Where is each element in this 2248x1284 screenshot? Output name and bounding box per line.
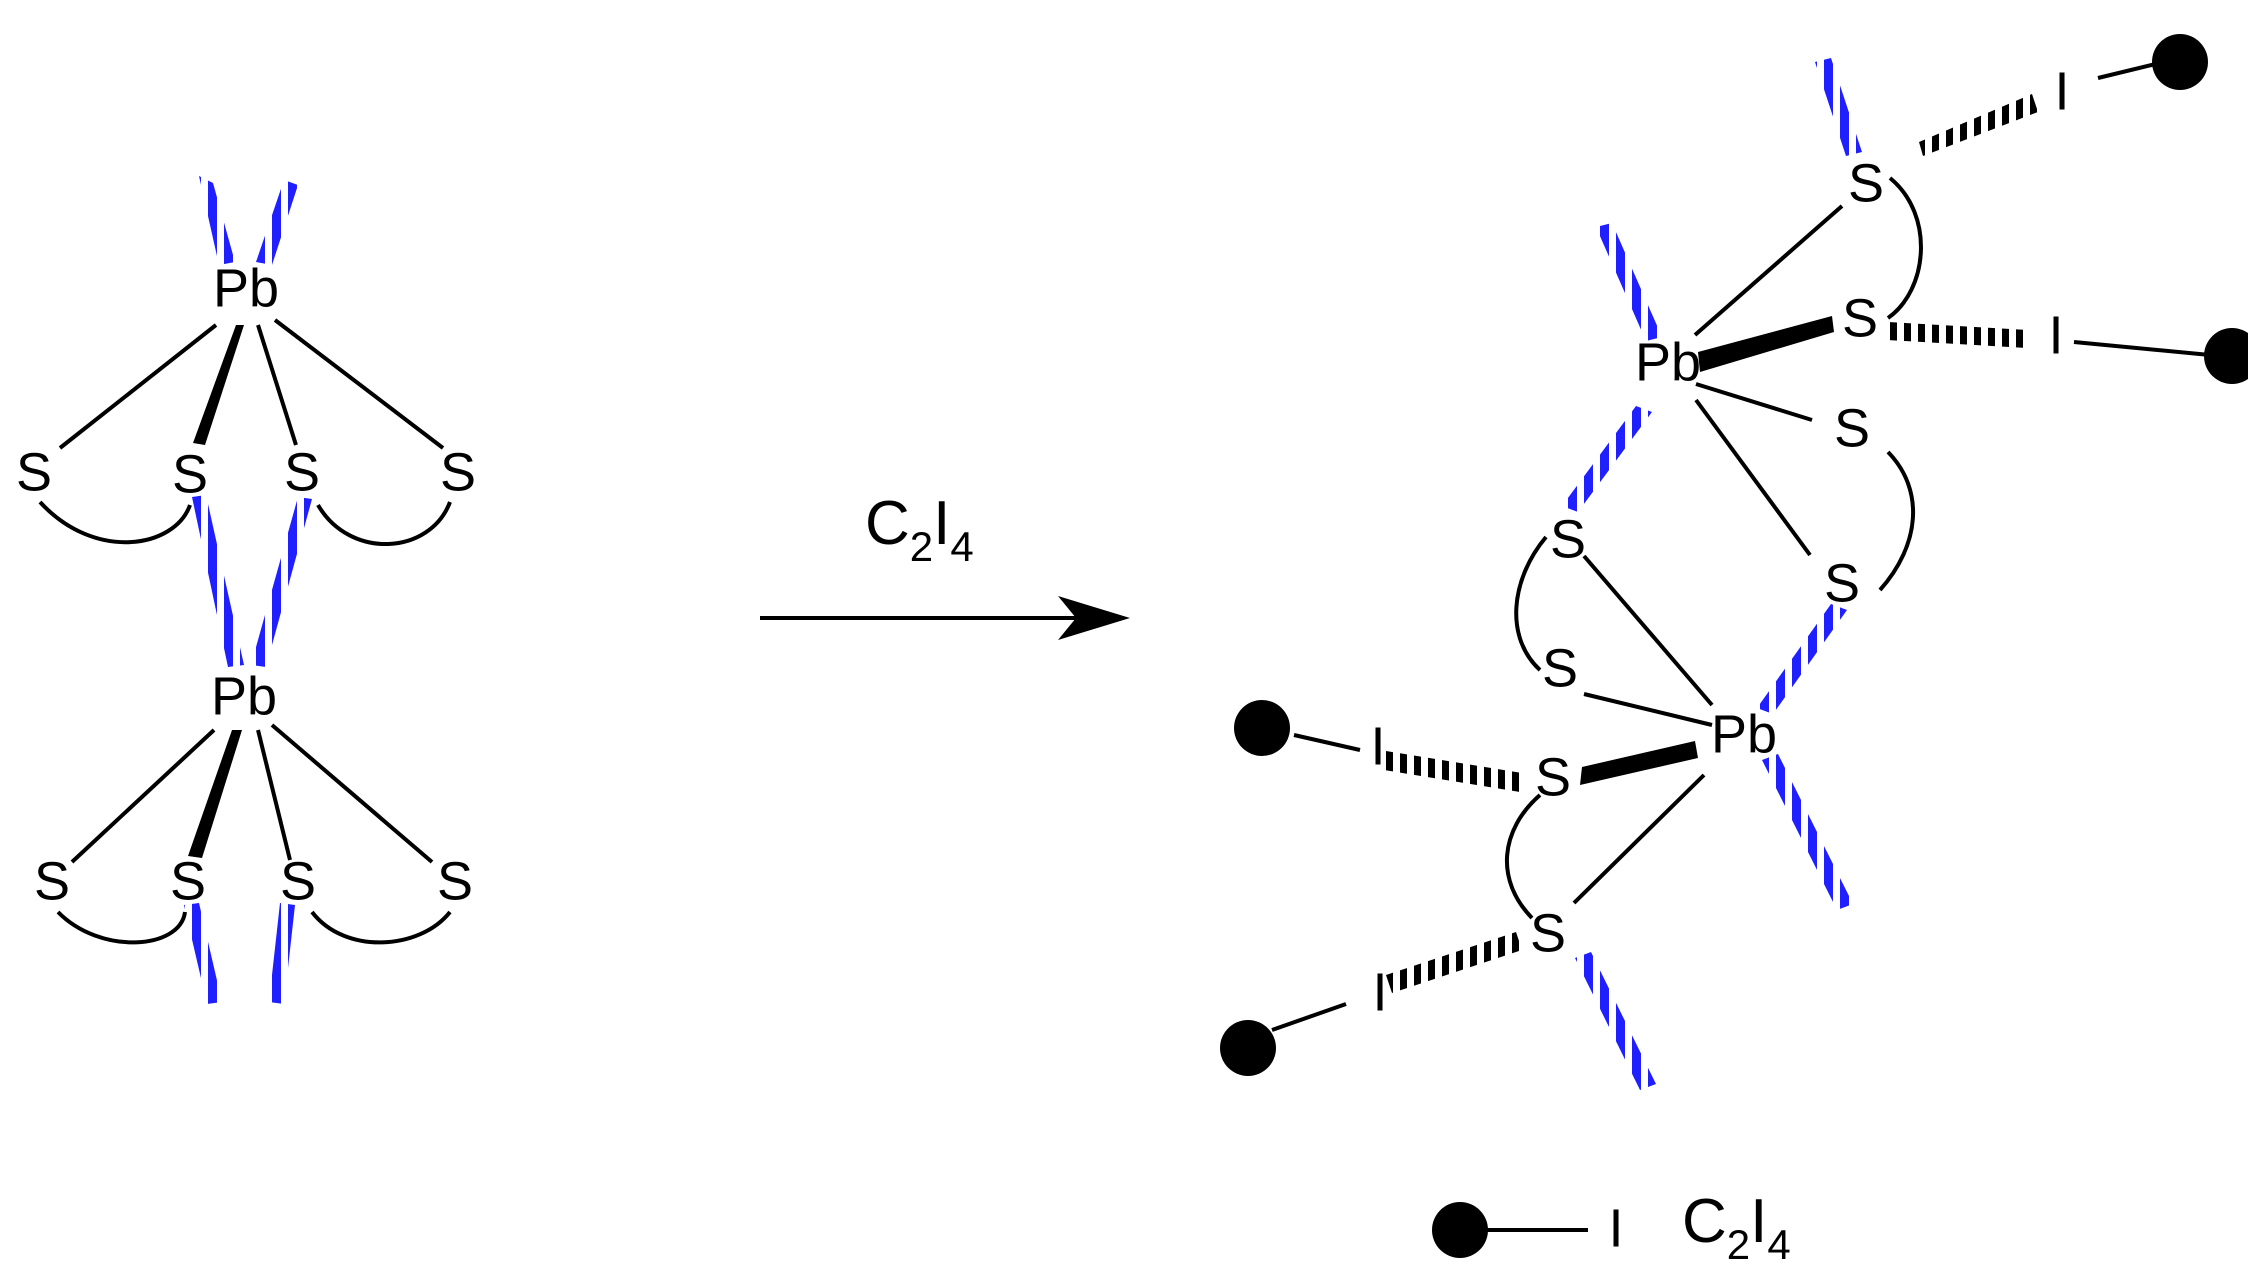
halogen-bond <box>1384 751 1522 792</box>
sulfur-atom: S <box>1848 153 1884 213</box>
bond <box>270 723 434 864</box>
chelate-arc <box>310 910 452 945</box>
bond <box>1582 554 1714 707</box>
sulfur-atom: S <box>1542 638 1578 698</box>
contact <box>1596 223 1662 341</box>
contact-bottom-left <box>184 903 222 1004</box>
halogen-bond <box>1887 322 2028 348</box>
sulfur-atom: S <box>284 442 320 502</box>
iodine-carbon-bond <box>1271 1002 1347 1032</box>
lead-atom-lower: Pb <box>1711 704 1777 764</box>
product-halogen-bonds <box>1384 94 2038 993</box>
halogen-bond <box>1386 932 1522 993</box>
reagent-label: C2I4 <box>865 489 974 570</box>
sulfur-atom: S <box>440 442 476 502</box>
bond <box>1695 382 1813 422</box>
contact <box>1757 604 1847 714</box>
lead-atom-upper: Pb <box>213 258 279 318</box>
chelate-arc <box>1514 535 1548 672</box>
lead-atom-lower: Pb <box>211 666 277 726</box>
sulfur-atom: S <box>1550 509 1586 569</box>
bond <box>1693 204 1844 337</box>
legend: I C2I4 <box>1432 1187 1791 1268</box>
sulfur-atom: S <box>1834 398 1870 458</box>
bond <box>273 318 445 450</box>
iodine-atom: I <box>1372 962 1387 1022</box>
wedge-bond <box>1698 316 1834 372</box>
sulfur-atom: S <box>1535 747 1571 807</box>
sulfur-atom: S <box>34 851 70 911</box>
product-carbon-atoms <box>1220 34 2248 1076</box>
sulfur-atom: S <box>1842 288 1878 348</box>
contact-top-left <box>199 176 235 265</box>
product-pb-contacts <box>1562 58 1862 1090</box>
iodine-atom: I <box>2054 61 2069 121</box>
bond <box>1694 398 1812 557</box>
bond <box>70 728 216 864</box>
reactant-structure: Pb S S S S Pb S S S S <box>16 176 476 1004</box>
product-bonds <box>1271 60 2211 1032</box>
bond <box>58 323 218 450</box>
chelate-arc <box>38 500 192 545</box>
sulfur-atom: S <box>1530 903 1566 963</box>
sulfur-atom: S <box>280 851 316 911</box>
carbon-atom <box>2204 328 2248 384</box>
bond <box>1583 692 1713 727</box>
iodine-atom: I <box>2048 305 2063 365</box>
contact-top-right <box>256 180 298 265</box>
contact <box>1575 952 1656 1090</box>
sulfur-atom: S <box>1824 553 1860 613</box>
carbon-atom <box>1220 1020 1276 1076</box>
product-atom-labels: S S Pb S S S S Pb S S I I I I <box>1370 61 2069 1022</box>
contact <box>1562 406 1652 512</box>
lead-atom-upper: Pb <box>1635 332 1701 392</box>
carbon-atom <box>2152 34 2208 90</box>
bond <box>256 324 298 446</box>
lower-pb-bonds <box>56 723 452 945</box>
bond <box>1572 773 1706 905</box>
wedge-bond <box>1580 741 1698 785</box>
chelate-arc <box>56 910 187 945</box>
sulfur-atom: S <box>437 851 473 911</box>
carbon-atom <box>1234 700 1290 756</box>
sulfur-atom: S <box>172 444 208 504</box>
chelate-arc <box>1504 793 1542 920</box>
iodine-atom: I <box>1370 716 1385 776</box>
iodine-carbon-bond <box>2073 340 2211 357</box>
wedge-bond <box>188 730 242 858</box>
chelate-arc <box>316 501 452 547</box>
contact <box>1815 58 1862 156</box>
reactant-atom-labels: Pb S S S S Pb S S S S <box>16 258 476 911</box>
contact-mid-left <box>192 495 244 667</box>
reactant-pb-contacts <box>184 176 312 1004</box>
reaction-arrow: C2I4 <box>760 489 1130 640</box>
bond <box>256 729 292 861</box>
arrow-head <box>1058 596 1130 640</box>
wedge-bond <box>193 325 244 445</box>
contact-mid-right <box>251 497 312 667</box>
product-structure: S S Pb S S S S Pb S S I I I I <box>1220 34 2248 1090</box>
legend-carbon-atom <box>1432 1202 1488 1258</box>
contact <box>1762 754 1853 910</box>
halogen-bond <box>1919 94 2038 156</box>
legend-iodine-label: I <box>1608 1198 1623 1258</box>
legend-formula: C2I4 <box>1682 1187 1791 1268</box>
contact-bottom-right <box>269 903 295 1004</box>
upper-pb-bonds <box>38 318 452 547</box>
chelate-arc <box>1886 176 1923 320</box>
sulfur-atom: S <box>170 851 206 911</box>
iodine-carbon-bond <box>1293 733 1361 752</box>
chelate-arc <box>1878 450 1916 592</box>
sulfur-atom: S <box>16 442 52 502</box>
